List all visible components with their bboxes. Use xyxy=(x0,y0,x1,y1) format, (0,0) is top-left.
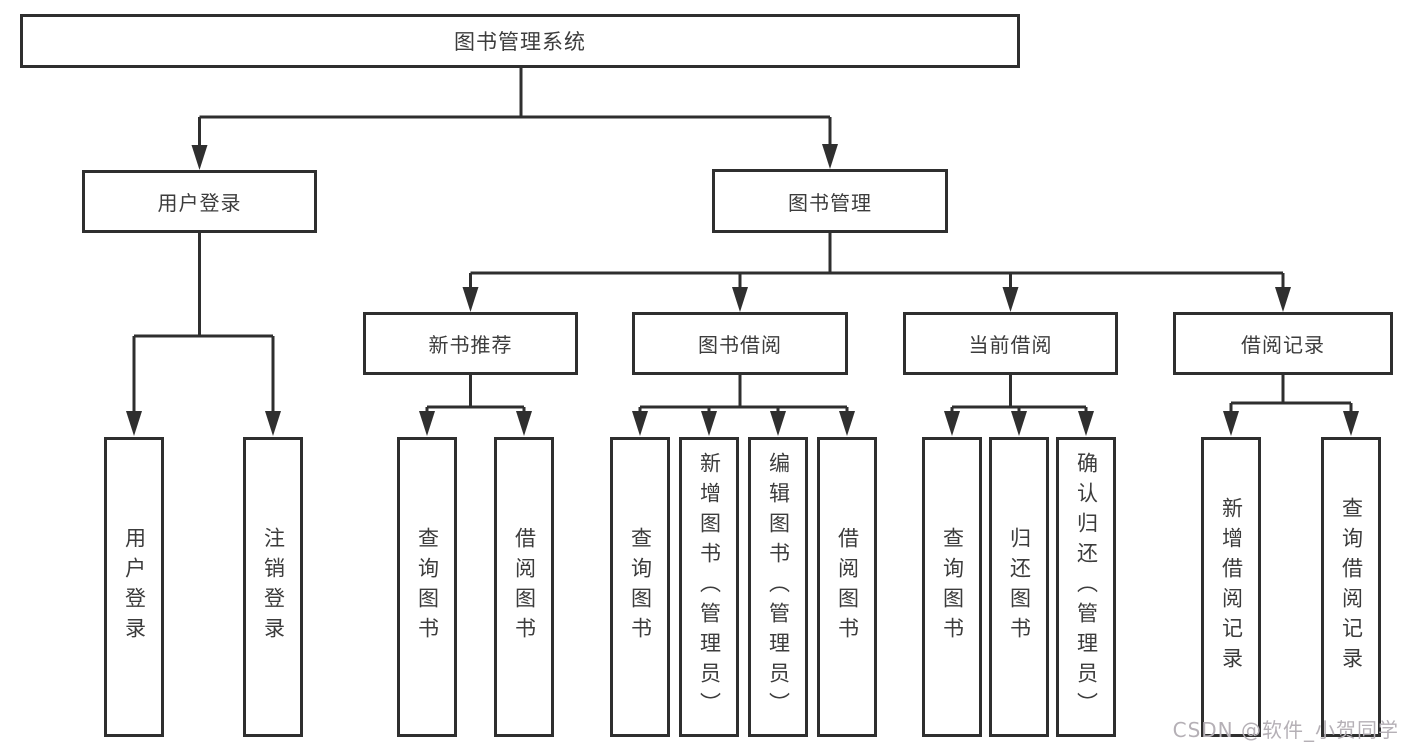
leaf-query-books-current: 查询图书 xyxy=(922,437,982,737)
node-library-management-system: 图书管理系统 xyxy=(20,14,1020,68)
leaf-add-borrow-record: 新增借阅记录 xyxy=(1201,437,1261,737)
leaf-logout: 注销登录 xyxy=(243,437,303,737)
connector-records-to-leaves xyxy=(1223,375,1359,436)
csdn-watermark: CSDN @软件_小贺同学 xyxy=(1172,718,1399,742)
node-book-management: 图书管理 xyxy=(712,169,948,233)
leaf-label: 查询借阅记录 xyxy=(1339,497,1364,677)
leaf-label: 新增图书（管理员） xyxy=(697,452,722,722)
leaf-label: 注销登录 xyxy=(261,527,286,647)
leaf-label: 查询图书 xyxy=(628,527,653,647)
connector-userlogin-to-leaves xyxy=(126,233,281,436)
leaf-label: 确认归还（管理员） xyxy=(1074,452,1099,722)
node-label: 图书管理系统 xyxy=(454,30,586,54)
leaf-query-borrow-record: 查询借阅记录 xyxy=(1321,437,1381,737)
node-label: 新书推荐 xyxy=(428,333,513,357)
leaf-edit-book-admin: 编辑图书（管理员） xyxy=(748,437,808,737)
node-user-login: 用户登录 xyxy=(82,170,317,233)
connector-root-to-level2 xyxy=(191,68,838,170)
leaf-query-books-borrowing: 查询图书 xyxy=(610,437,670,737)
leaf-label: 新增借阅记录 xyxy=(1219,497,1244,677)
connector-newrec-to-leaves xyxy=(419,375,532,436)
node-borrowing-records: 借阅记录 xyxy=(1173,312,1393,375)
connector-bookborrow-to-leaves xyxy=(632,375,855,436)
node-book-borrowing: 图书借阅 xyxy=(632,312,848,375)
leaf-label: 查询图书 xyxy=(940,527,965,647)
leaf-add-book-admin: 新增图书（管理员） xyxy=(679,437,739,737)
node-current-borrowing: 当前借阅 xyxy=(903,312,1118,375)
leaf-borrow-books-recommend: 借阅图书 xyxy=(494,437,554,737)
leaf-label: 用户登录 xyxy=(122,527,147,647)
connector-bookmgmt-to-level3 xyxy=(462,233,1291,312)
leaf-label: 编辑图书（管理员） xyxy=(766,452,791,722)
node-new-book-recommendation: 新书推荐 xyxy=(363,312,578,375)
leaf-return-books: 归还图书 xyxy=(989,437,1049,737)
connector-currentborrow-to-leaves xyxy=(944,375,1094,436)
leaf-query-books-recommend: 查询图书 xyxy=(397,437,457,737)
node-label: 图书借阅 xyxy=(698,333,782,357)
leaf-confirm-return-admin: 确认归还（管理员） xyxy=(1056,437,1116,737)
node-label: 借阅记录 xyxy=(1241,333,1325,357)
leaf-borrow-books-borrowing: 借阅图书 xyxy=(817,437,877,737)
node-label: 用户登录 xyxy=(157,191,242,215)
node-label: 当前借阅 xyxy=(968,333,1053,357)
leaf-label: 借阅图书 xyxy=(512,527,537,647)
node-label: 图书管理 xyxy=(788,190,872,215)
leaf-label: 归还图书 xyxy=(1007,527,1032,647)
leaf-label: 查询图书 xyxy=(415,527,440,647)
leaf-label: 借阅图书 xyxy=(835,527,860,647)
leaf-user-login: 用户登录 xyxy=(104,437,164,737)
